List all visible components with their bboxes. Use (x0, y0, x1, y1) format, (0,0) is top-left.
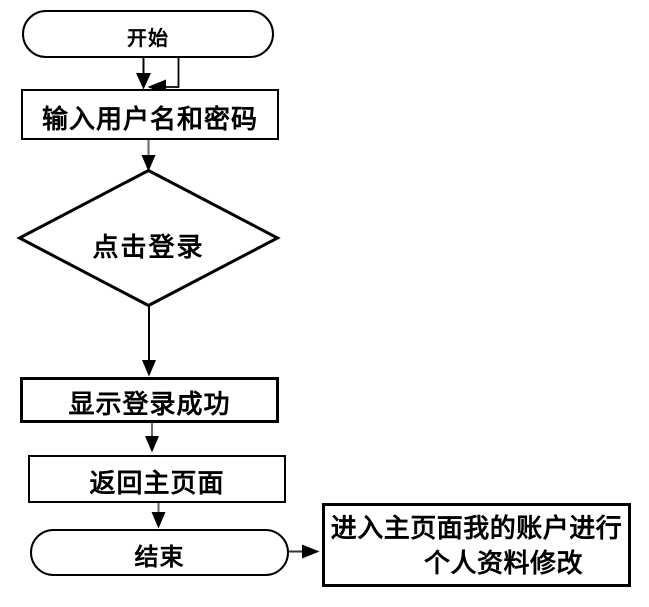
node-click-login-decision-label: 点击登录 (92, 233, 205, 263)
node-login-success-label: 显示登录成功 (68, 389, 231, 420)
node-end-label: 结束 (134, 541, 185, 571)
node-end: 结束 (30, 529, 289, 576)
edge-success-return-arrowhead (145, 436, 159, 453)
edge-start-input2-stem (163, 57, 180, 88)
edge-return-end-arrowhead (151, 512, 166, 529)
edge-start-input-arrowhead (136, 73, 151, 90)
node-edit-profile: 进入主页面我的账户进行 个人资料修改 (322, 503, 631, 587)
node-return-home-label: 返回主页面 (89, 468, 225, 499)
node-login-success: 显示登录成功 (20, 377, 279, 423)
node-edit-profile-label-line1: 进入主页面我的账户进行 (330, 513, 623, 544)
edge-decision-success-arrowhead (142, 360, 156, 377)
node-return-home: 返回主页面 (28, 455, 286, 503)
node-input-credentials-label: 输入用户名和密码 (41, 105, 258, 135)
edge-input-decision-arrowhead (141, 155, 156, 172)
node-start-label: 开始 (127, 25, 169, 50)
node-start: 开始 (22, 10, 274, 58)
edge-end-profile-arrowhead (302, 544, 320, 559)
node-input-credentials: 输入用户名和密码 (21, 89, 279, 140)
node-edit-profile-label-line2: 个人资料修改 (423, 548, 583, 579)
